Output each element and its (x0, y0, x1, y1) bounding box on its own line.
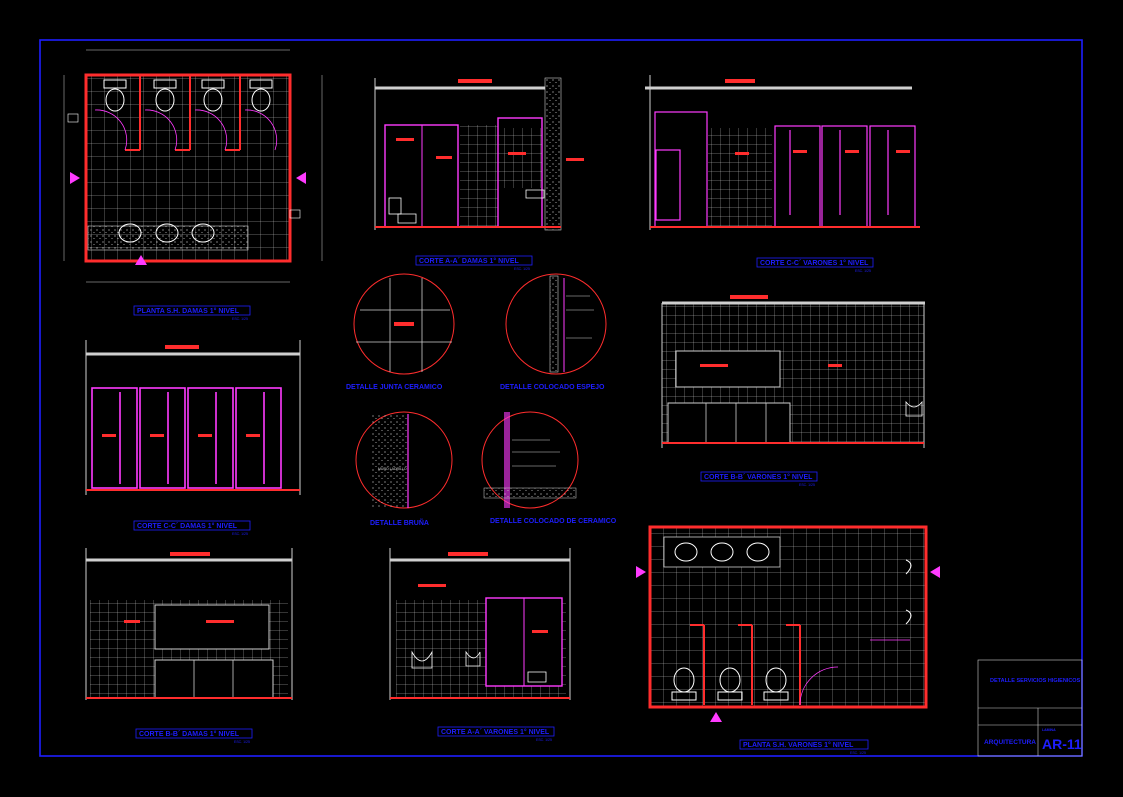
section-cc-men-scale: ESC. 1/25 (855, 269, 871, 273)
detail-ceramic-joint-title: DETALLE JUNTA CERAMICO (346, 384, 443, 391)
section-aa-men-scale: ESC. 1/25 (536, 738, 552, 742)
plan-men-scale: ESC. 1/25 (850, 751, 866, 755)
baseboard-wall-note: MURO LADRILLO (378, 467, 407, 471)
sheet-frame (39, 39, 1083, 757)
plan-men-title: PLANTA S.H. VARONES 1° NIVEL (743, 741, 854, 749)
section-bb-men: CORTE B-B´ VARONES 1° NIVEL ESC. 1/25 (661, 295, 925, 487)
section-cc-men: CORTE C-C´ VARONES 1° NIVEL ESC. 1/25 (645, 75, 920, 273)
plan-women-scale: ESC. 1/25 (232, 317, 248, 321)
plan-women: PLANTA S.H. DAMAS 1° NIVEL ESC. 1/25 (63, 49, 323, 321)
title-block-sheet-number: AR-11 (1042, 736, 1082, 752)
section-bb-women: CORTE B-B´ DAMAS 1° NIVEL ESC. 1/25 (85, 548, 293, 744)
section-bb-women-title: CORTE B-B´ DAMAS 1° NIVEL (139, 730, 240, 738)
title-block-title: DETALLE SERVICIOS HIGIENICOS (990, 678, 1081, 684)
detail-mirror-title: DETALLE COLOCADO ESPEJO (500, 384, 605, 391)
detail-ceramic-install: DETALLE COLOCADO DE CERAMICO (481, 411, 617, 525)
section-aa-women: CORTE A-A´ DAMAS 1° NIVEL ESC. 1/25 (374, 77, 584, 271)
section-bb-women-scale: ESC. 1/25 (234, 740, 250, 744)
section-bb-men-scale: ESC. 1/25 (799, 483, 815, 487)
plan-men: PLANTA S.H. VARONES 1° NIVEL ESC. 1/25 (636, 525, 940, 755)
section-cc-women-title: CORTE C-C´ DAMAS 1° NIVEL (137, 522, 238, 530)
section-aa-men-title: CORTE A-A´ VARONES 1° NIVEL (441, 728, 550, 736)
detail-baseboard: MURO LADRILLO DETALLE BRUÑA (355, 411, 453, 527)
plan-women-title: PLANTA S.H. DAMAS 1° NIVEL (137, 307, 240, 315)
section-cc-women: CORTE C-C´ DAMAS 1° NIVEL ESC. 1/25 (85, 340, 301, 536)
section-bb-men-title: CORTE B-B´ VARONES 1° NIVEL (704, 473, 813, 481)
section-cc-women-scale: ESC. 1/25 (232, 532, 248, 536)
detail-ceramic-install-title: DETALLE COLOCADO DE CERAMICO (490, 518, 617, 525)
title-block: DETALLE SERVICIOS HIGIENICOS ARQUITECTUR… (977, 659, 1083, 757)
section-cc-men-title: CORTE C-C´ VARONES 1° NIVEL (760, 259, 869, 267)
section-aa-women-title: CORTE A-A´ DAMAS 1° NIVEL (419, 257, 519, 265)
detail-ceramic-joint: DETALLE JUNTA CERAMICO (346, 273, 455, 391)
title-block-discipline: ARQUITECTURA (984, 739, 1036, 746)
detail-mirror: DETALLE COLOCADO ESPEJO (500, 273, 607, 391)
title-block-sheet-label: LAMINA (1042, 728, 1056, 732)
section-aa-women-scale: ESC. 1/25 (514, 267, 530, 271)
detail-baseboard-title: DETALLE BRUÑA (370, 518, 429, 527)
section-aa-men: CORTE A-A´ VARONES 1° NIVEL ESC. 1/25 (389, 548, 571, 742)
